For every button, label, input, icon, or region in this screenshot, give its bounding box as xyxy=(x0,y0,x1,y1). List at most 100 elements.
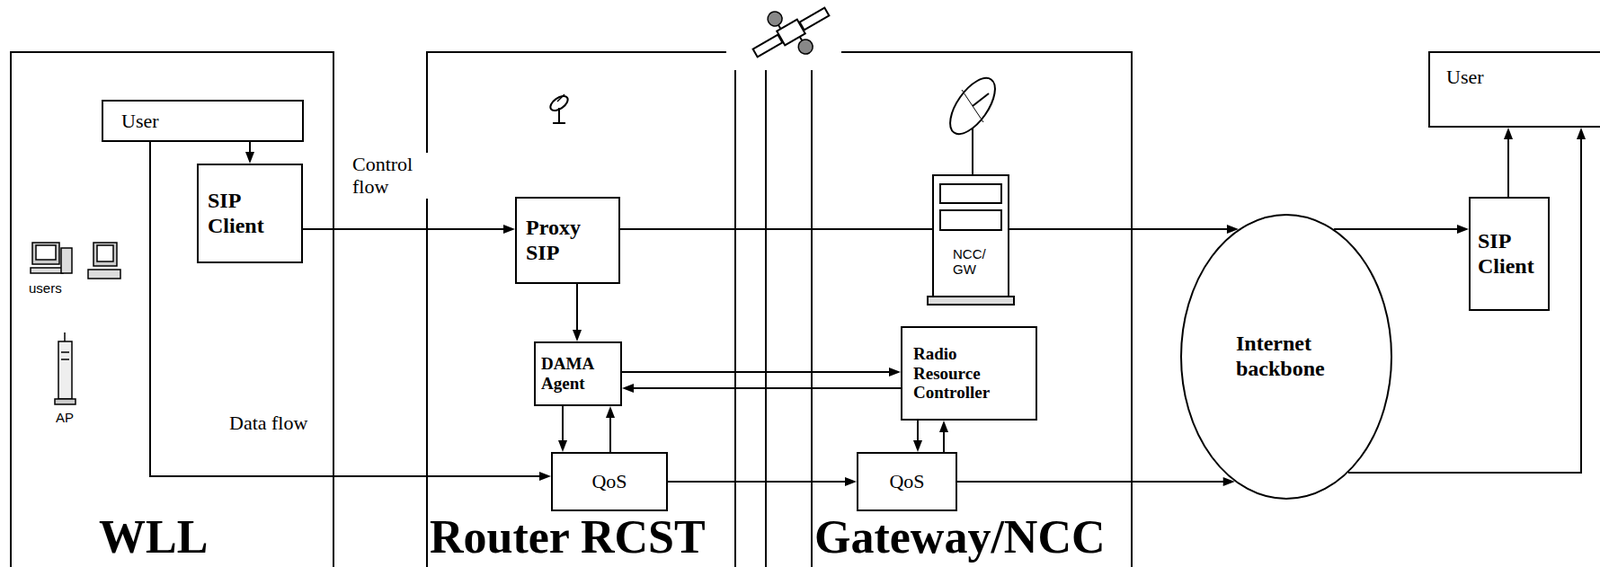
qos-box: QoS xyxy=(551,452,668,512)
access-point-icon-part xyxy=(58,341,72,400)
node-label: SIP Client xyxy=(1477,229,1541,279)
arrow-head xyxy=(939,420,949,433)
region-frame-lines-part xyxy=(841,51,1133,54)
region-title: WLL xyxy=(98,514,208,561)
satellite-icon-part xyxy=(764,8,785,29)
proxy-box: Proxy SIP xyxy=(515,196,621,285)
access-point-icon-part xyxy=(61,358,70,361)
node-label: Proxy SIP xyxy=(525,215,610,266)
flow-line xyxy=(942,429,945,453)
sip-client-box: SIP Client xyxy=(1468,196,1550,312)
flow-arrow xyxy=(957,477,1236,487)
flow-line xyxy=(561,406,564,444)
resource-controller-box: Radio Resource Controller xyxy=(900,326,1038,421)
arrow-head xyxy=(1457,224,1469,234)
flow-arrow xyxy=(605,406,615,453)
node-label: User xyxy=(121,109,160,133)
access-point-icon-part xyxy=(54,399,76,405)
router-antenna-icon-part xyxy=(558,107,560,124)
region-panel: Gateway/NCC Radio Resource ControllerQoS xyxy=(810,51,1133,567)
computer-icons-part xyxy=(97,245,114,262)
arrow-head xyxy=(844,477,857,487)
flow-arrow xyxy=(622,383,901,393)
region-frame-lines-part xyxy=(810,70,813,567)
arrow-head xyxy=(888,367,901,377)
region-frame-lines xyxy=(426,52,1133,567)
computer-icons-part xyxy=(35,245,56,260)
flow-arrow xyxy=(622,367,901,377)
flow-arrow xyxy=(939,420,949,453)
flow-line xyxy=(916,420,919,444)
router-antenna-icon xyxy=(548,93,571,124)
satellite-icon-part xyxy=(795,36,816,57)
computer-icons xyxy=(30,242,121,279)
flow-line xyxy=(957,480,1227,483)
region-panel: Router RCST Proxy SIP DAMA AgentQoS xyxy=(426,51,767,567)
node-label: DAMA Agent xyxy=(541,354,615,394)
access-point-icon-part xyxy=(61,351,70,354)
gateway-server-icon-part xyxy=(972,93,989,107)
flow-arrow xyxy=(913,420,923,453)
flow-arrow xyxy=(620,224,1239,234)
flow-line xyxy=(667,480,848,483)
region-frame-lines-part xyxy=(426,51,727,54)
flow-arrow xyxy=(1503,127,1513,197)
arrow-head xyxy=(558,440,568,453)
computer-icons-part xyxy=(61,248,72,274)
region-frame-lines-part xyxy=(764,70,767,567)
satellite-icon-part xyxy=(753,35,783,58)
user-box: User xyxy=(101,99,304,143)
flow-line xyxy=(150,142,543,477)
flow-arrow xyxy=(667,477,857,487)
flow-arrow xyxy=(245,142,255,164)
node-label: Radio Resource Controller xyxy=(913,344,1025,404)
access-point-icon-part xyxy=(63,332,66,342)
router-antenna-icon-part xyxy=(552,122,566,125)
arrow-head xyxy=(503,224,516,234)
user-box: User xyxy=(1428,51,1600,128)
arrow-head xyxy=(572,329,582,342)
satellite-icon-part xyxy=(800,8,830,31)
gateway-server-icon-part xyxy=(940,184,1002,204)
flow-line xyxy=(620,228,1230,231)
region-title: Gateway/NCC xyxy=(814,514,1106,561)
gateway-server-icon-part xyxy=(961,89,984,123)
sip-client-box: SIP Client xyxy=(196,163,303,264)
arrow-head xyxy=(605,406,615,418)
access-point-caption: AP xyxy=(55,409,74,426)
node-label: QoS xyxy=(591,470,627,493)
flow-line xyxy=(576,284,578,333)
gateway-server-icon xyxy=(927,71,1014,305)
node-label: SIP Client xyxy=(207,188,293,239)
flow-line xyxy=(622,371,892,374)
flow-label: Data flow xyxy=(229,411,308,435)
flow-arrow xyxy=(1333,224,1469,234)
gateway-server-icon-part xyxy=(940,210,1002,231)
access-point-icon xyxy=(54,332,76,405)
region-frame-lines-part xyxy=(734,70,737,567)
server-caption: NCC/ GW xyxy=(952,246,991,278)
computer-icons-part xyxy=(93,242,117,267)
flow-arrow xyxy=(1348,127,1586,473)
flow-arrow xyxy=(572,284,582,342)
flow-line xyxy=(1333,228,1460,231)
region-title: Router RCST xyxy=(429,514,706,561)
ellipse-shape xyxy=(1181,214,1392,499)
computer-icons-part xyxy=(30,267,63,274)
region-panel: WLL UserSIP Client xyxy=(9,51,335,567)
flow-line xyxy=(609,415,612,453)
node-label: QoS xyxy=(888,470,925,493)
arrow-head xyxy=(245,151,255,164)
flow-label: Control flow xyxy=(352,152,443,199)
internet-cloud: Internet backbone xyxy=(1180,213,1393,500)
computer-icons-part xyxy=(88,269,121,279)
qos-box: QoS xyxy=(856,452,958,512)
dama-agent-box: DAMA Agent xyxy=(533,341,623,407)
satellite-icon xyxy=(741,0,841,77)
gateway-server-icon-part xyxy=(933,175,1009,297)
node-label: Internet backbone xyxy=(1235,331,1337,382)
node-label: User xyxy=(1446,65,1485,89)
arrow-head xyxy=(1503,127,1513,140)
users-caption: users xyxy=(28,280,63,296)
